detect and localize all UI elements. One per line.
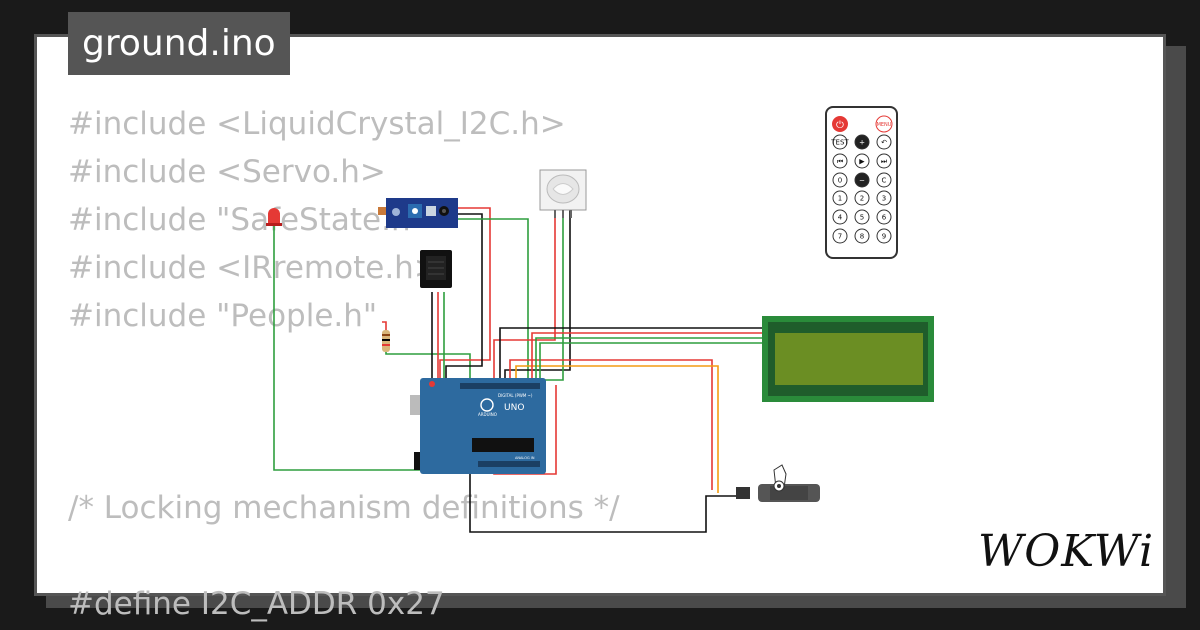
arduino-uno[interactable]: DIGITAL (PWM ~) UNO ARDUINO ANALOG IN <box>410 378 546 474</box>
wire-red <box>382 321 387 330</box>
remote-digit-5-label: 5 <box>860 214 864 222</box>
code-line: /* Locking mechanism definitions */ <box>68 490 620 526</box>
project-canvas[interactable] <box>34 34 1166 596</box>
board-analog-label: ANALOG IN <box>515 456 535 460</box>
remote-digit-3[interactable] <box>876 190 892 206</box>
pir-sensor[interactable] <box>539 169 587 218</box>
code-line: #include <Servo.h> <box>68 154 386 190</box>
wire-green <box>458 218 529 381</box>
remote-digit-6[interactable] <box>876 209 892 225</box>
wire-green <box>385 345 471 380</box>
code-line: #include <IRremote.h> <box>68 250 440 286</box>
remote-key-row3-0[interactable] <box>832 153 848 169</box>
remote-key-row4-2[interactable] <box>876 172 892 188</box>
remote-digit-5[interactable] <box>854 209 870 225</box>
ir-remote[interactable]: ⏻ MENU TEST + ↶ ⏮ ▶ ⏭ 0 − C 1 2 3 4 5 6 7 8 9 <box>825 106 898 259</box>
svg-text:⏻: ⏻ <box>836 120 844 131</box>
wire-green <box>273 225 430 471</box>
remote-key-row4-0-label: 0 <box>838 177 842 185</box>
wire-red <box>439 207 491 385</box>
remote-digit-2[interactable] <box>854 190 870 206</box>
remote-digit-7[interactable] <box>832 228 848 244</box>
power-button[interactable] <box>832 116 848 132</box>
board-name: UNO <box>504 403 524 413</box>
remote-key-row2-2-label: ↶ <box>881 139 887 147</box>
board-header-label: DIGITAL (PWM ~) <box>498 393 533 398</box>
wire-green <box>540 208 564 381</box>
remote-digit-2-label: 2 <box>860 195 864 203</box>
remote-key-row2-0-label: TEST <box>830 139 849 147</box>
remote-digit-6-label: 6 <box>882 214 887 222</box>
remote-digit-3-label: 3 <box>882 195 886 203</box>
project-title: ground.ino <box>68 12 290 75</box>
wokwi-logo: WOKWi <box>978 526 1155 577</box>
wire-green <box>539 342 765 385</box>
wire-green <box>535 337 765 385</box>
remote-key-row2-2[interactable] <box>876 134 892 150</box>
red-led[interactable] <box>266 208 282 226</box>
wire-black <box>445 213 483 385</box>
menu-button[interactable] <box>875 115 893 133</box>
remote-digit-4-label: 4 <box>838 214 843 222</box>
remote-digit-4[interactable] <box>832 209 848 225</box>
remote-key-row3-2-label: ⏭ <box>881 158 888 166</box>
remote-key-row4-1-label: − <box>859 177 865 185</box>
photoresistor-module[interactable] <box>378 198 458 228</box>
remote-digit-8-label: 8 <box>860 233 864 241</box>
remote-key-row2-1-label: + <box>859 139 865 147</box>
wire-red <box>531 332 765 385</box>
wire-orange <box>515 365 719 493</box>
remote-key-row2-0[interactable] <box>832 134 848 150</box>
remote-digit-1-label: 1 <box>838 195 842 203</box>
remote-digit-1[interactable] <box>832 190 848 206</box>
remote-key-row3-1[interactable] <box>854 153 870 169</box>
code-line: #include <LiquidCrystal_I2C.h> <box>68 106 566 142</box>
wire-red <box>509 359 713 490</box>
remote-key-row3-2[interactable] <box>876 153 892 169</box>
menu-label: MENU <box>877 122 892 128</box>
remote-digit-7-label: 7 <box>838 233 842 241</box>
code-line: #include "People.h" <box>68 298 378 334</box>
code-line: #define I2C_ADDR 0x27 <box>68 586 445 622</box>
ir-receiver[interactable] <box>420 250 452 288</box>
remote-digit-9[interactable] <box>876 228 892 244</box>
remote-key-row4-0[interactable] <box>832 172 848 188</box>
resistor[interactable] <box>382 330 390 352</box>
remote-digit-9-label: 9 <box>882 233 886 241</box>
remote-digit-8[interactable] <box>854 228 870 244</box>
remote-key-row3-0-label: ⏮ <box>837 158 843 166</box>
remote-key-row4-2-label: C <box>882 177 887 185</box>
servo-motor[interactable] <box>736 464 820 502</box>
board-brand: ARDUINO <box>478 412 497 417</box>
remote-key-row3-1-label: ▶ <box>859 158 865 166</box>
wire-black <box>504 208 571 385</box>
lcd-display[interactable] <box>762 316 934 402</box>
remote-key-row4-1[interactable] <box>854 172 870 188</box>
remote-key-row2-1[interactable] <box>854 134 870 150</box>
wires <box>273 207 765 533</box>
wire-black <box>499 327 765 385</box>
